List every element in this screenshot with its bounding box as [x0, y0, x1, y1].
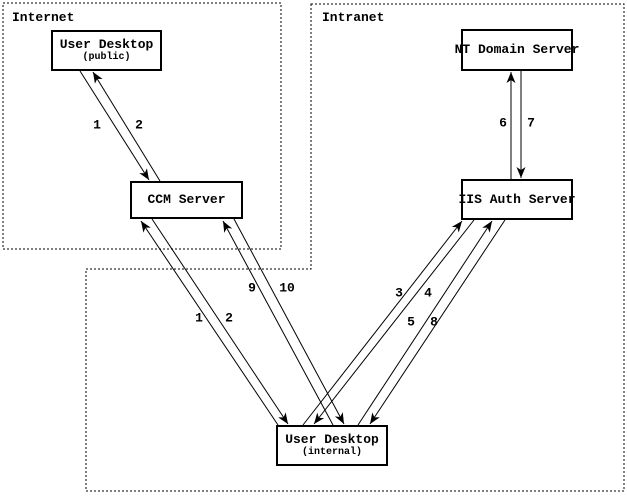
- step-label-2-public: 2: [135, 117, 143, 133]
- arrow-step2-ccm-to-public-desktop: [92, 71, 161, 182]
- step-label-7: 7: [527, 115, 535, 131]
- node-title: User Desktop: [59, 37, 154, 52]
- arrow-step9-internal-desktop-to-ccm: [222, 220, 334, 426]
- node-title: IIS Auth Server: [458, 191, 576, 207]
- step-label-1-internal: 1: [195, 310, 203, 326]
- step-label-1-public: 1: [93, 117, 101, 133]
- node-iis-auth-server: IIS Auth Server: [458, 179, 576, 220]
- step-label-4: 4: [424, 285, 432, 301]
- step-label-8: 8: [430, 314, 438, 330]
- arrow-step2-ccm-to-internal-desktop: [151, 218, 289, 425]
- internet-zone-border: [2, 2, 282, 250]
- arrow-step8-iis-to-internal-desktop: [369, 219, 506, 425]
- node-user-desktop-public: User Desktop (public): [51, 30, 162, 71]
- arrow-step10-ccm-to-internal-desktop: [233, 218, 345, 425]
- node-title: NT Domain Server: [454, 42, 580, 57]
- node-subtitle: (public): [82, 52, 131, 63]
- arrow-step1-public-desktop-to-ccm: [79, 70, 150, 181]
- node-user-desktop-internal: User Desktop (internal): [276, 425, 388, 466]
- internet-zone-label: Internet: [12, 10, 75, 25]
- arrow-step1-internal-desktop-to-ccm: [140, 220, 279, 426]
- step-label-9: 9: [248, 280, 256, 296]
- step-label-6: 6: [499, 115, 507, 131]
- step-label-3: 3: [395, 285, 403, 301]
- step-label-5: 5: [407, 314, 415, 330]
- arrow-step5-internal-desktop-to-iis: [357, 220, 493, 426]
- node-title: User Desktop: [285, 432, 379, 447]
- node-ccm-server: CCM Server: [130, 181, 243, 219]
- node-title: CCM Server: [147, 192, 226, 207]
- intranet-zone-label: Intranet: [322, 10, 385, 25]
- step-label-2-internal: 2: [225, 310, 233, 326]
- arrow-step3-internal-desktop-to-iis: [302, 220, 463, 426]
- arrow-step4-iis-to-internal-desktop: [313, 219, 475, 425]
- step-label-10: 10: [279, 280, 295, 296]
- node-subtitle: (internal): [301, 447, 362, 458]
- node-nt-domain-server: NT Domain Server: [455, 29, 579, 71]
- intranet-zone-border: [85, 3, 625, 492]
